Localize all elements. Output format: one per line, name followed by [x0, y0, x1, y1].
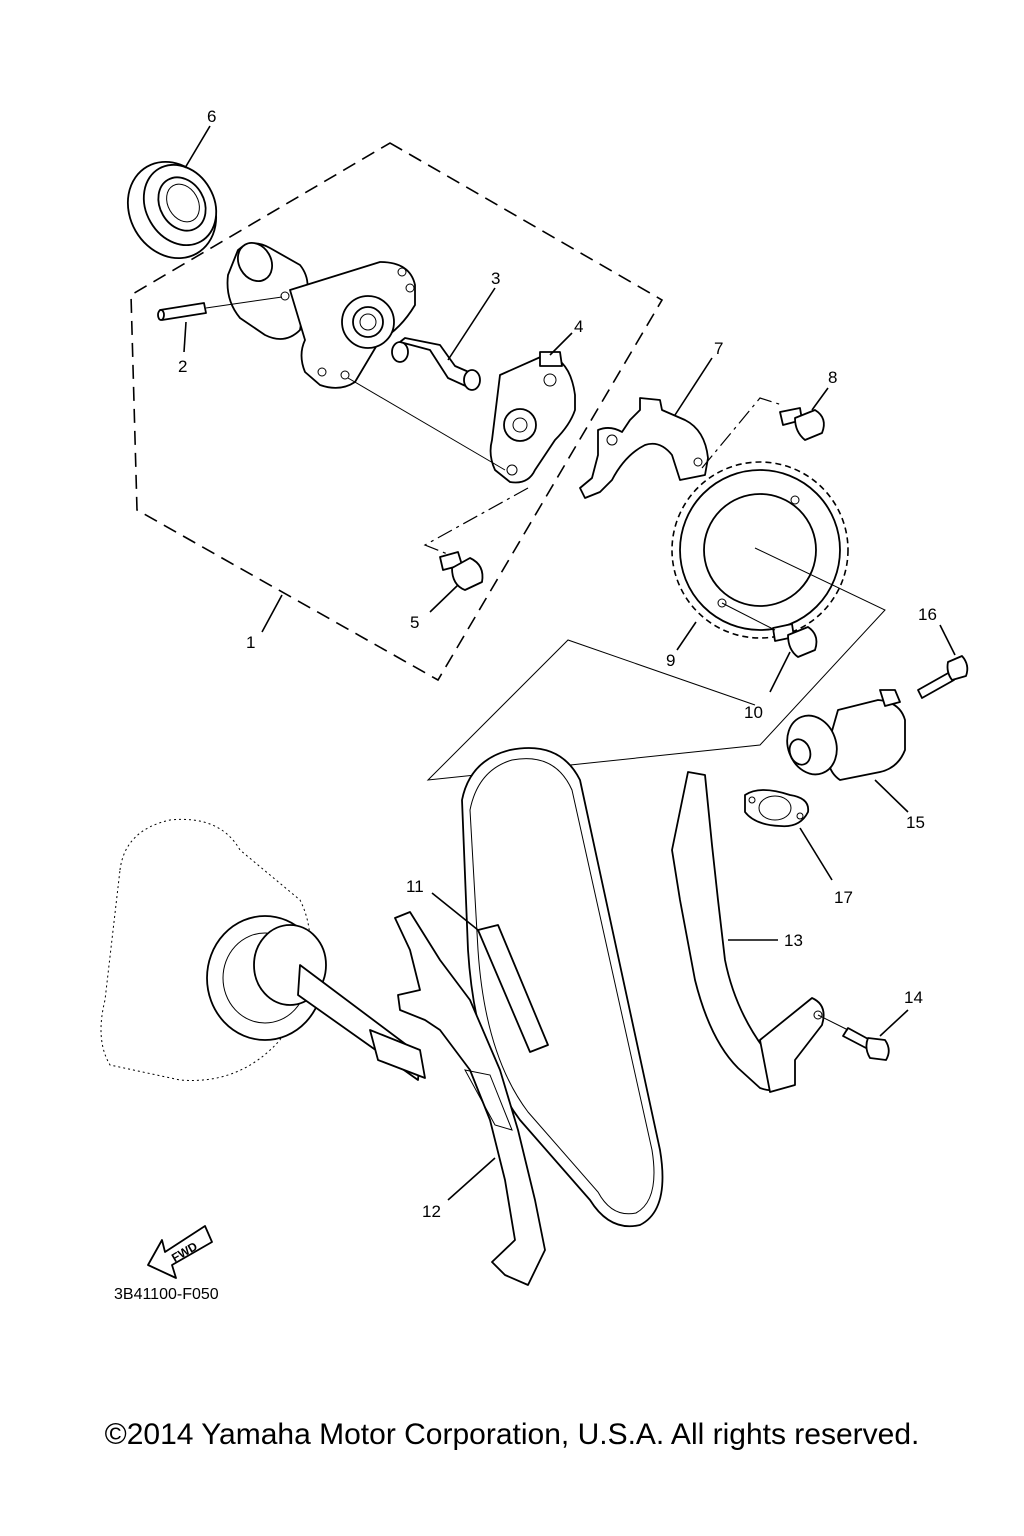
part-8-bolt: [779, 407, 825, 441]
part-14-bolt: [842, 1027, 890, 1061]
part-7-bracket: [579, 397, 709, 499]
fwd-arrow-icon: FWD: [147, 1225, 213, 1279]
part-10-bolt: [772, 623, 818, 658]
label-part-3: 3: [491, 269, 500, 288]
crankshaft: [100, 818, 426, 1081]
part-4-plate: [489, 351, 576, 484]
label-part-2: 2: [178, 357, 187, 376]
label-part-12: 12: [422, 1202, 441, 1221]
part-6-bearing: [126, 160, 218, 260]
part-2-dowel-pin: [157, 302, 207, 321]
label-part-9: 9: [666, 651, 675, 670]
part-17-gasket: [744, 789, 810, 828]
label-part-13: 13: [784, 931, 803, 950]
part-11-cam-chain: [461, 747, 664, 1228]
part-13-tensioner-guide: [671, 771, 825, 1093]
part-5-bolt: [439, 551, 484, 591]
label-part-11: 11: [406, 877, 424, 896]
label-part-4: 4: [574, 317, 583, 336]
label-part-8: 8: [828, 368, 837, 387]
assembly-boundary-dashed: [130, 142, 664, 682]
label-part-6: 6: [207, 107, 216, 126]
label-part-7: 7: [714, 339, 723, 358]
diagram-code: 3B41100-F050: [114, 1286, 219, 1303]
label-part-16: 16: [918, 605, 937, 624]
copyright-notice: ©2014 Yamaha Motor Corporation, U.S.A. A…: [104, 1418, 920, 1451]
label-part-17: 17: [834, 888, 853, 907]
label-part-15: 15: [906, 813, 925, 832]
part-15-tensioner: [786, 689, 906, 781]
label-part-5: 5: [410, 613, 419, 632]
part-12-chain-guide: [394, 911, 546, 1286]
part-3-shaft: [391, 337, 481, 391]
label-part-14: 14: [904, 988, 923, 1007]
part-16-bolt: [917, 655, 969, 699]
label-part-1: 1: [246, 633, 255, 652]
camshaft-assembly: [226, 242, 416, 389]
label-part-10: 10: [744, 703, 763, 722]
